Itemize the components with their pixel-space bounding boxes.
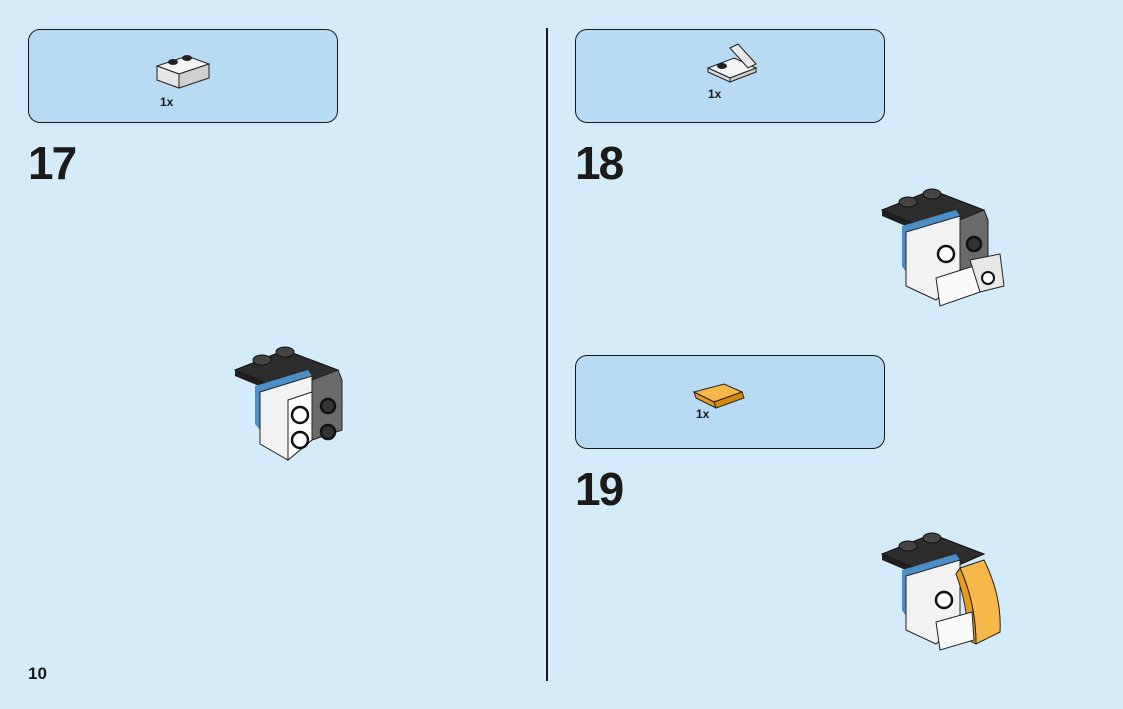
page-number: 10 bbox=[28, 664, 47, 683]
model-step-17-illustration bbox=[233, 346, 343, 462]
curved-slope-orange-icon bbox=[692, 383, 745, 409]
parts-callout-step-19: 1x bbox=[575, 355, 885, 449]
part-quantity: 1x bbox=[708, 87, 722, 101]
bracket-plate-white-icon bbox=[706, 43, 758, 83]
model-step-18-illustration bbox=[880, 188, 1005, 307]
parts-callout-step-18: 1x bbox=[575, 29, 885, 123]
part-quantity: 1x bbox=[160, 95, 174, 109]
model-step-19-illustration bbox=[880, 532, 1001, 651]
brick-1x2-white-icon bbox=[155, 55, 211, 89]
step-number: 19 bbox=[575, 463, 624, 515]
part-quantity: 1x bbox=[696, 407, 710, 421]
parts-callout-step-17: 1x bbox=[28, 29, 338, 123]
step-number: 17 bbox=[28, 137, 77, 189]
step-number: 18 bbox=[575, 137, 624, 189]
column-divider bbox=[546, 28, 548, 681]
